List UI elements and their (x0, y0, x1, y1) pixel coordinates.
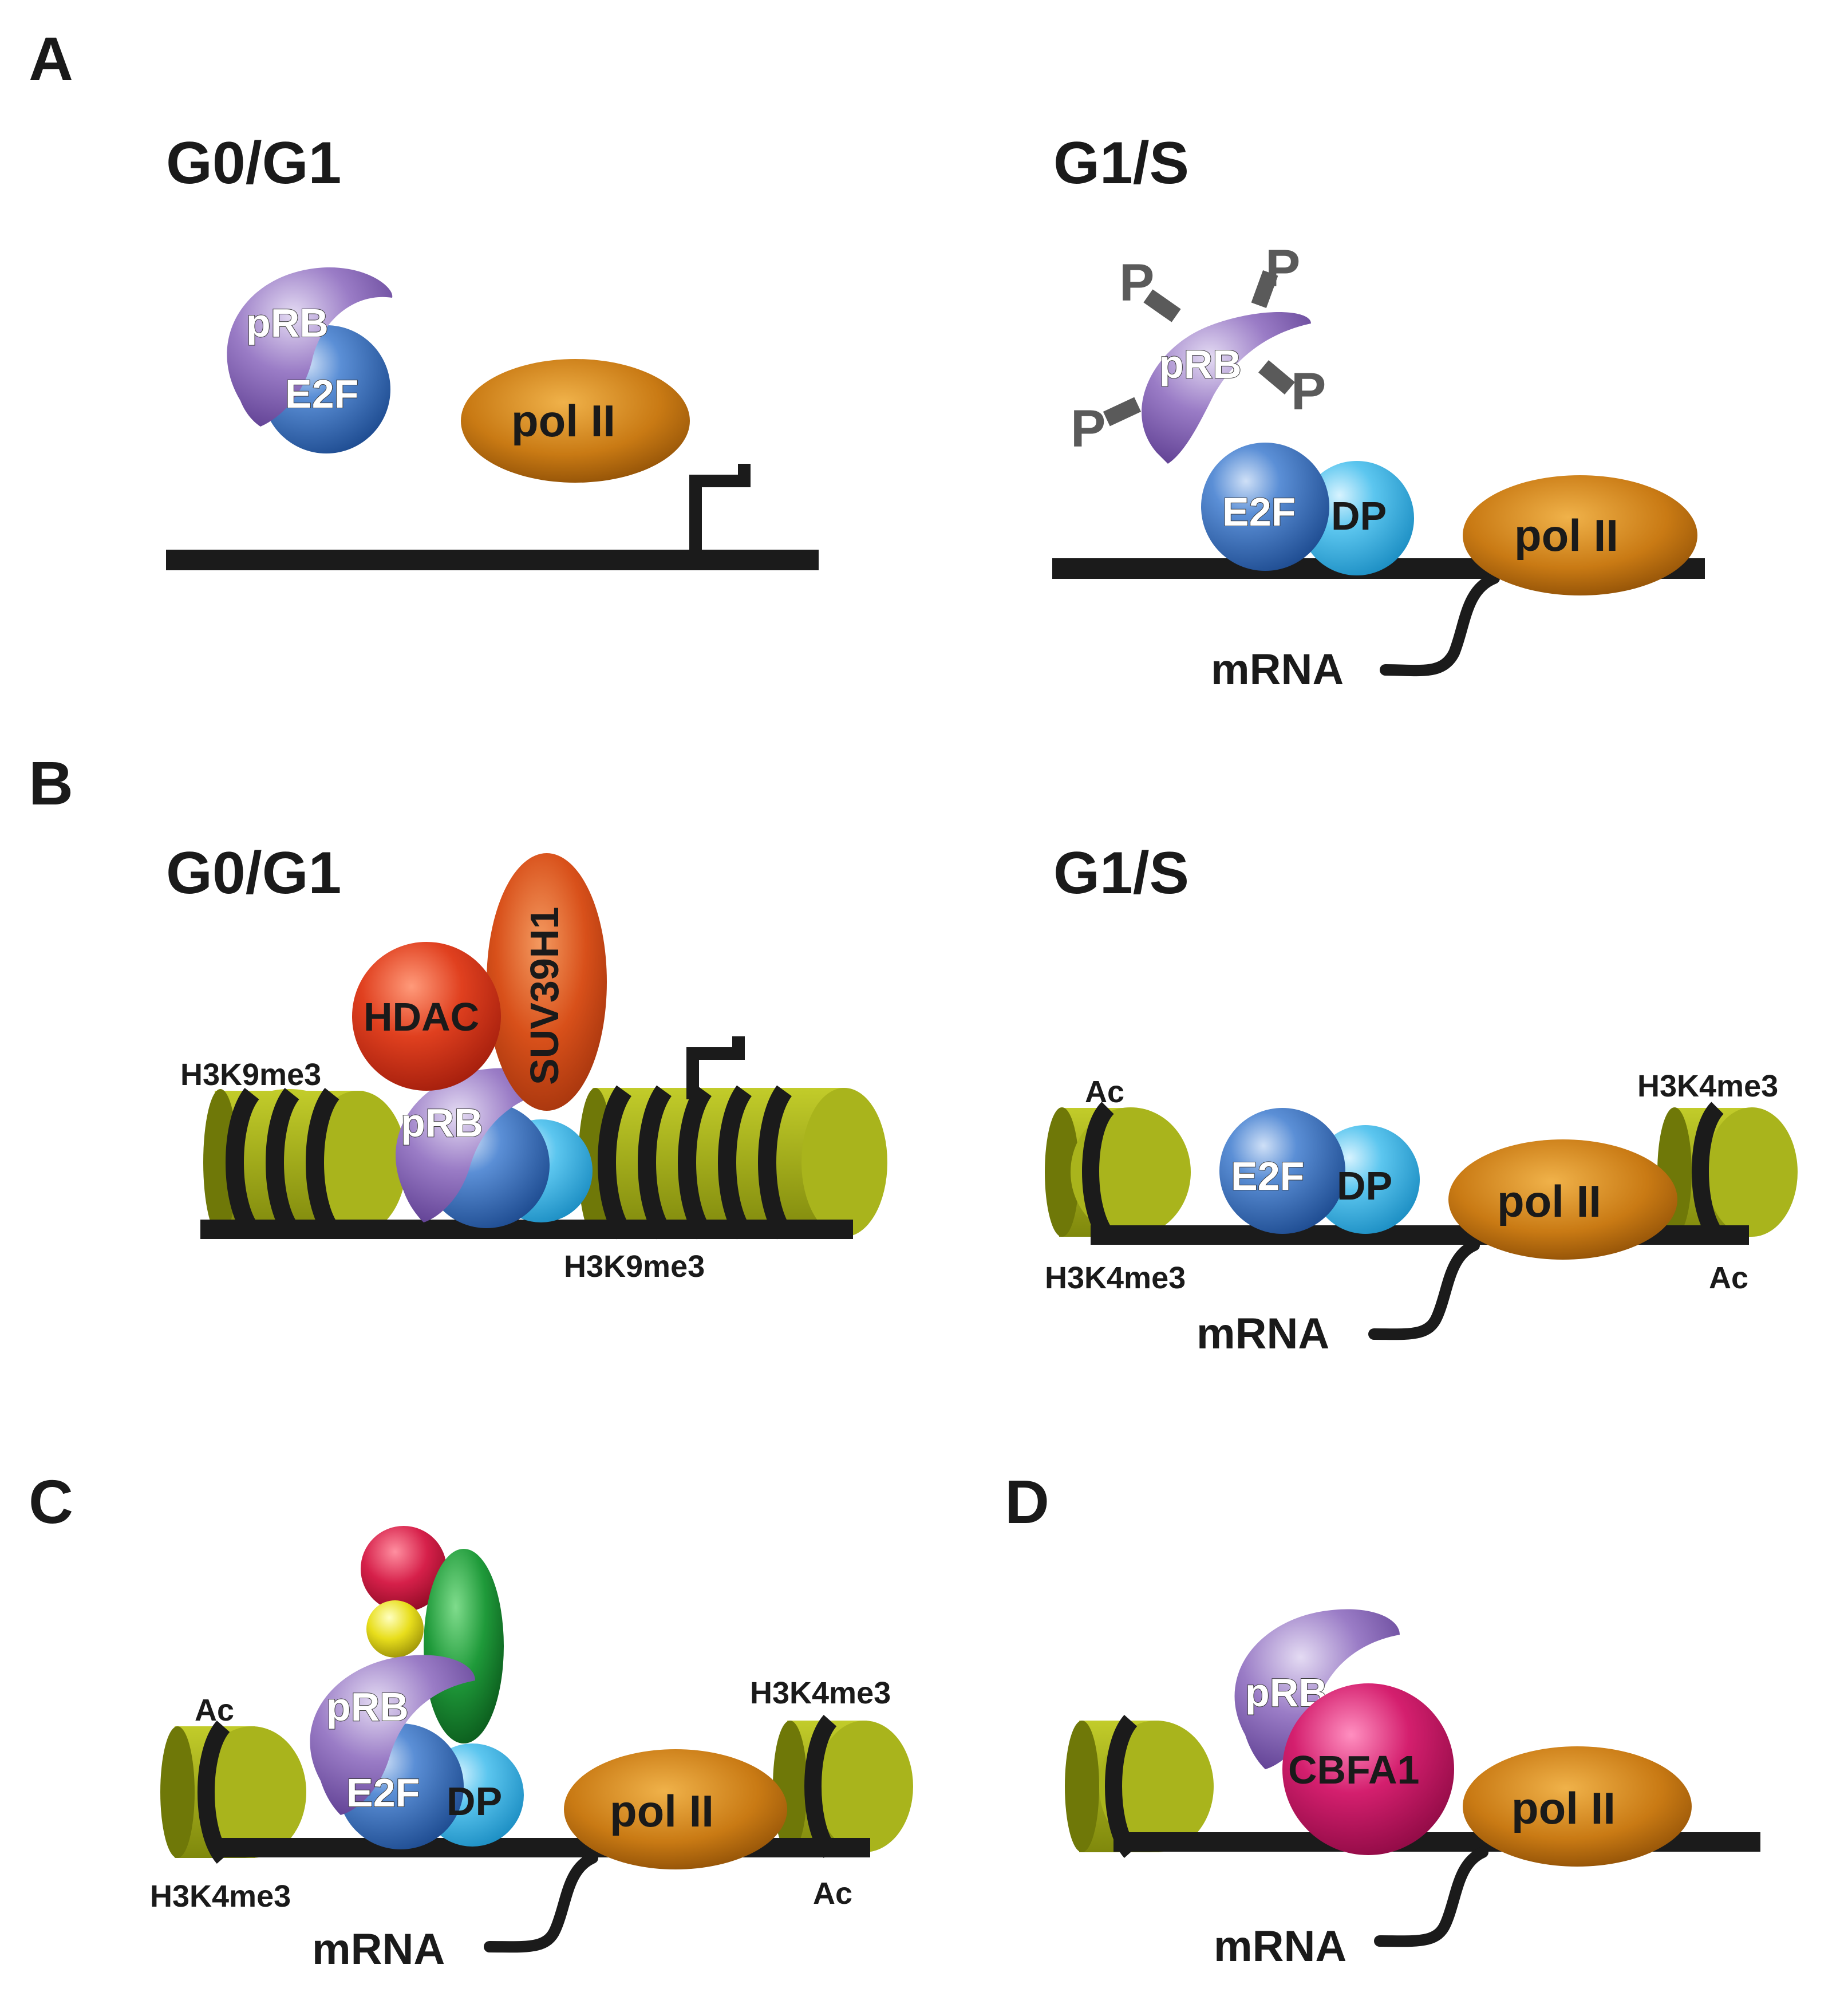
pol-ii-enzyme (461, 359, 690, 483)
nucleosome-icon (160, 1721, 306, 1864)
cofactor-green (424, 1549, 504, 1743)
prb-protein (310, 1655, 475, 1815)
mrna-transcript (484, 1852, 598, 1953)
phosphate-label: P (1071, 400, 1105, 458)
ac-label: Ac (813, 1876, 852, 1911)
phase-label: G0/G1 (166, 840, 341, 906)
phase-label: G0/G1 (166, 130, 341, 196)
panel-a: A G0/G1 pRB E2F pol II G1/S mRNA E2F DP … (29, 24, 1705, 694)
pol-ii-label: pol II (610, 1786, 714, 1836)
nucleosome-icon (1657, 1102, 1798, 1242)
pol-ii-label: pol II (1514, 510, 1618, 561)
promoter-arrow-icon (686, 1036, 745, 1099)
dna-strand (212, 1838, 870, 1857)
prb-label: pRB (401, 1100, 483, 1145)
prb-protein (1142, 312, 1311, 464)
mrna-transcript (1380, 573, 1500, 677)
ac-label: Ac (1085, 1075, 1124, 1109)
phosphate-icon (1258, 360, 1295, 395)
phosphate-icon (1103, 397, 1142, 427)
phospho-prb: pRB P P P P (1071, 239, 1326, 464)
mrna-label: mRNA (1197, 1309, 1329, 1358)
cofactor-yellow (366, 1600, 424, 1658)
phosphate-icon (1143, 289, 1181, 322)
phosphate-label: P (1291, 362, 1326, 421)
e2f-protein (1201, 443, 1329, 571)
phase-label: G1/S (1053, 130, 1189, 196)
panel-d: D mRNA pRB CBFA1 pol II (1005, 1467, 1760, 1971)
panel-a-left: G0/G1 pRB E2F pol II (166, 130, 819, 570)
cbfa1-protein (1282, 1683, 1454, 1855)
promoter-arrow-icon (689, 464, 751, 560)
h3k4me3-label: H3K4me3 (1637, 1069, 1778, 1103)
suv39h1-protein (487, 853, 607, 1111)
h3k4me3-label: H3K4me3 (150, 1879, 291, 1914)
pol-ii-label: pol II (1511, 1783, 1616, 1833)
panel-letter-c: C (29, 1467, 73, 1536)
dp-label: DP (447, 1779, 502, 1824)
mrna-label: mRNA (312, 1925, 445, 1974)
mrna-label: mRNA (1211, 645, 1344, 694)
nucleosome-icon (1065, 1715, 1214, 1858)
mrna-label: mRNA (1214, 1922, 1346, 1971)
e2f-label: E2F (1231, 1154, 1304, 1198)
hdac-label: HDAC (364, 995, 479, 1039)
phosphate-label: P (1119, 254, 1154, 312)
pol-ii-enzyme (1448, 1139, 1677, 1260)
panel-letter-d: D (1005, 1467, 1049, 1536)
hdac-protein (352, 942, 501, 1091)
prb-label: pRB (246, 301, 329, 345)
dna-strand (200, 1220, 853, 1239)
panel-letter-a: A (29, 24, 73, 93)
phosphate-icon (1251, 270, 1278, 308)
panel-b: B G0/G1 (29, 748, 1798, 1358)
mrna-transcript (1368, 1240, 1480, 1340)
prb-protein (227, 267, 393, 427)
dp-label: DP (1337, 1163, 1392, 1208)
panel-c: C mRNA pRB E2F DP pol II Ac H3K4me3 H (29, 1467, 913, 1974)
prb-protein (1234, 1609, 1400, 1769)
h3k9me3-label: H3K9me3 (180, 1058, 321, 1092)
cofactor-red (361, 1526, 447, 1612)
suv39h1-label: SUV39H1 (522, 907, 567, 1085)
phosphate-label: P (1265, 239, 1300, 298)
e2f-label: E2F (285, 372, 358, 416)
dp-protein (1300, 461, 1414, 575)
pol-ii-label: pol II (511, 396, 615, 446)
pol-ii-label: pol II (1497, 1176, 1601, 1226)
ac-label: Ac (1709, 1261, 1748, 1295)
h3k9me3-label: H3K9me3 (564, 1249, 705, 1284)
e2f-label: E2F (346, 1770, 420, 1815)
panel-letter-b: B (29, 748, 73, 818)
panel-a-right: G1/S mRNA E2F DP pol II pRB P P P P (1052, 130, 1705, 694)
phase-label: G1/S (1053, 840, 1189, 906)
nucleosome-icon (1045, 1102, 1191, 1242)
panel-b-right: G1/S mRNA E2F DP pol II Ac (1045, 840, 1798, 1358)
e2f-protein (1219, 1108, 1345, 1234)
dp-label: DP (1331, 494, 1387, 538)
cbfa1-label: CBFA1 (1288, 1747, 1419, 1792)
prb-label: pRB (326, 1684, 409, 1729)
pol-ii-enzyme (1463, 1746, 1692, 1867)
nucleosome-icon (578, 1085, 887, 1240)
prb-label: pRB (1159, 342, 1242, 386)
mrna-transcript (1374, 1847, 1488, 1947)
h3k4me3-label: H3K4me3 (750, 1676, 891, 1710)
prb-protein (396, 1068, 552, 1222)
pol-ii-enzyme (564, 1749, 787, 1869)
e2f-label: E2F (1222, 490, 1296, 534)
h3k4me3-label: H3K4me3 (1045, 1261, 1186, 1295)
nucleosome-icon (773, 1715, 913, 1858)
dna-strand (166, 550, 819, 570)
nucleosome-icon (203, 1088, 406, 1237)
panel-b-left: G0/G1 (166, 840, 887, 1284)
pol-ii-enzyme (1463, 475, 1697, 595)
ac-label: Ac (195, 1693, 234, 1727)
